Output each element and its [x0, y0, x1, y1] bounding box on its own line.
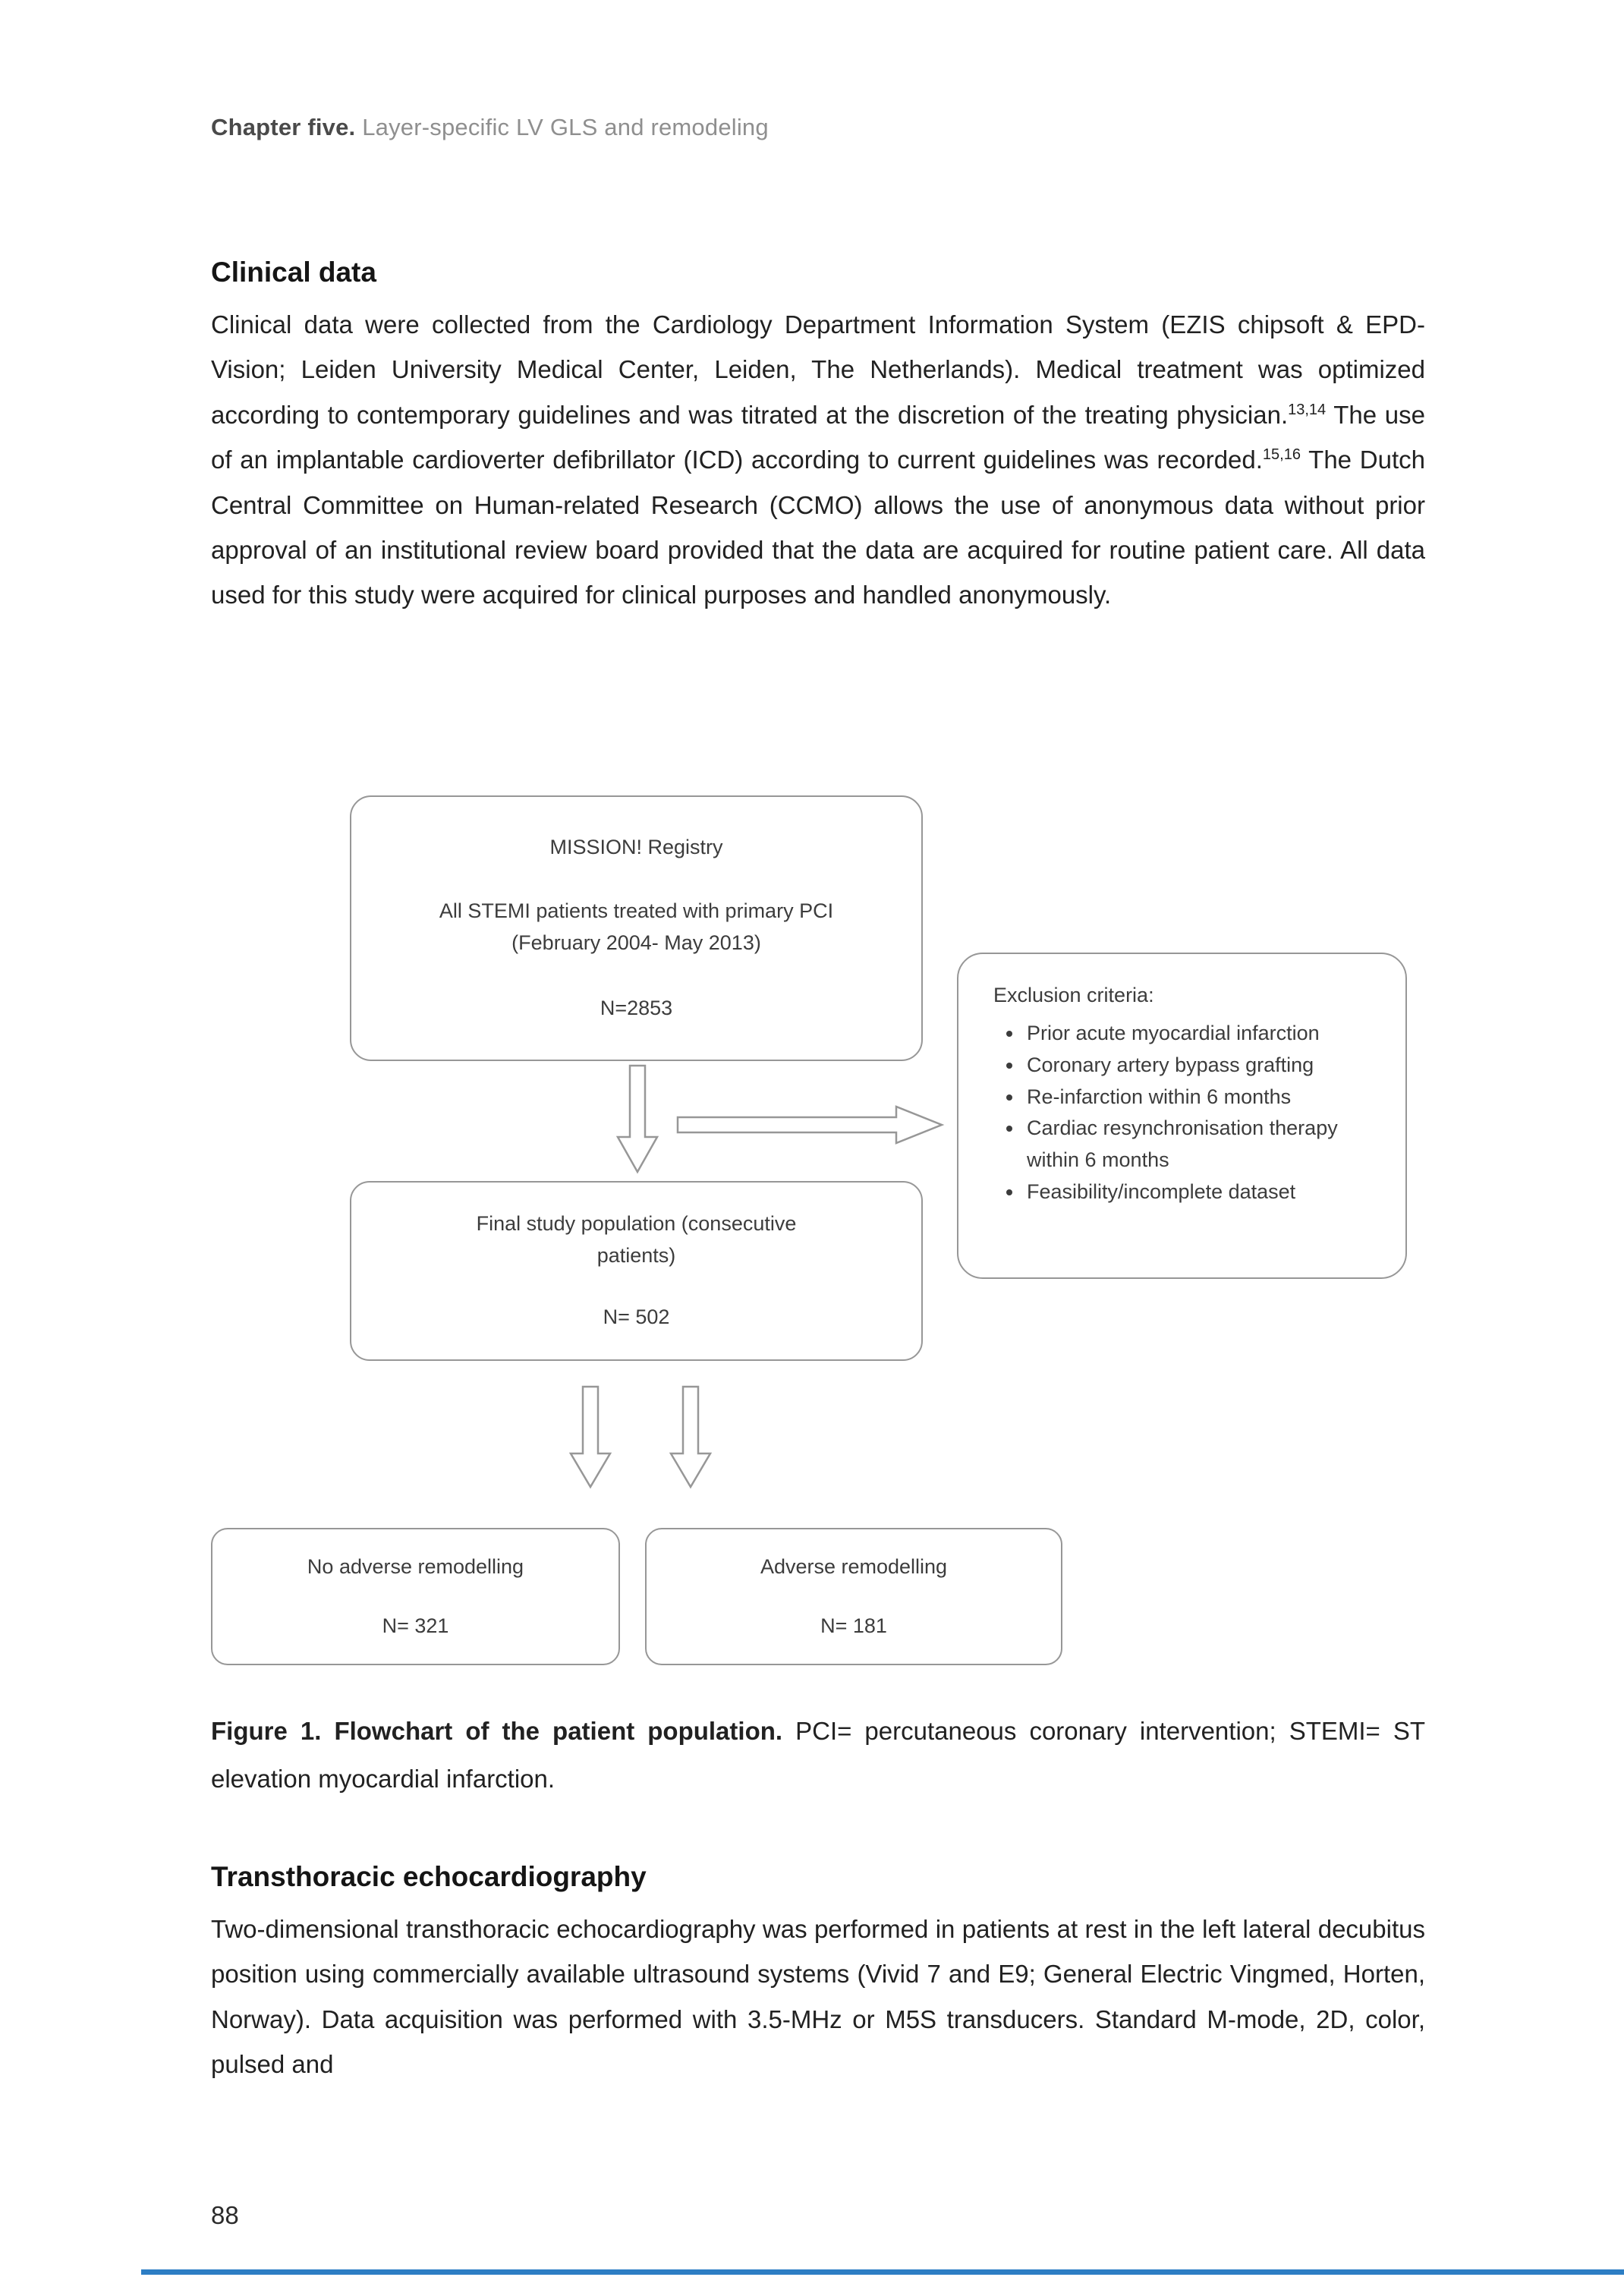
- figure-caption-text: PCI= percutaneous coronary intervention;…: [211, 1717, 1426, 1793]
- adverse-remodelling-box: Adverse remodelling N= 181: [645, 1528, 1062, 1665]
- reference-superscript-15-16: 15,16: [1262, 446, 1301, 464]
- clinical-text-2: The use of an implantable cardioverter d…: [211, 400, 1425, 474]
- tte-paragraph: Two-dimensional transthoracic echocardio…: [211, 1915, 1425, 2079]
- section-heading-clinical-data: Clinical data: [211, 257, 376, 288]
- figure-caption-title: Figure 1. Flowchart of the patient popul…: [211, 1717, 783, 1745]
- figure-caption: Figure 1. Flowchart of the patient popul…: [211, 1708, 1425, 1803]
- clinical-text-1: Clinical data were collected from the Ca…: [211, 310, 1425, 429]
- adverse-remodelling-n: N= 181: [820, 1614, 887, 1637]
- section-heading-transthoracic-echocardiography: Transthoracic echocardiography: [211, 1861, 647, 1892]
- final-population-n: N= 502: [603, 1305, 670, 1329]
- down-arrow-icon: [566, 1385, 615, 1490]
- exclusion-list: Prior acute myocardial infarction Corona…: [993, 1018, 1356, 1208]
- clinical-text-3: The Dutch Central Committee on Human-rel…: [211, 446, 1425, 609]
- clinical-data-paragraph: Clinical data were collected from the Ca…: [211, 302, 1425, 618]
- down-arrow-icon: [666, 1385, 715, 1490]
- registry-line1: All STEMI patients treated with primary …: [439, 899, 834, 922]
- exclusion-item: Prior acute myocardial infarction: [1024, 1018, 1356, 1050]
- page-number: 88: [211, 2201, 239, 2229]
- registry-title: MISSION! Registry: [549, 836, 723, 858]
- no-adverse-remodelling-n: N= 321: [382, 1614, 449, 1637]
- chapter-title: Layer-specific LV GLS and remodeling: [355, 114, 769, 140]
- adverse-remodelling-label: Adverse remodelling: [760, 1554, 948, 1578]
- footer-rule: [141, 2269, 1624, 2275]
- exclusion-item: Cardiac resynchronisation therapy within…: [1024, 1113, 1356, 1176]
- no-adverse-remodelling-label: No adverse remodelling: [307, 1554, 524, 1578]
- final-population-box: Final study population (consecutive pati…: [350, 1181, 923, 1361]
- chapter-label: Chapter five.: [211, 114, 356, 140]
- running-header: Chapter five. Layer-specific LV GLS and …: [211, 114, 769, 141]
- exclusion-item: Feasibility/incomplete dataset: [1024, 1176, 1356, 1208]
- registry-line2: (February 2004- May 2013): [511, 931, 761, 954]
- exclusion-criteria-box: Exclusion criteria: Prior acute myocardi…: [957, 953, 1407, 1279]
- exclusion-item: Re-infarction within 6 months: [1024, 1082, 1356, 1113]
- patient-flowchart: MISSION! Registry All STEMI patients tre…: [211, 789, 1425, 1670]
- exclusion-item: Coronary artery bypass grafting: [1024, 1050, 1356, 1082]
- right-arrow-icon: [676, 1104, 945, 1146]
- exclusion-title: Exclusion criteria:: [993, 984, 1154, 1006]
- down-arrow-icon: [613, 1064, 662, 1175]
- registry-box: MISSION! Registry All STEMI patients tre…: [350, 795, 923, 1061]
- final-population-label: Final study population (consecutive pati…: [476, 1211, 797, 1267]
- registry-n: N=2853: [600, 996, 673, 1019]
- reference-superscript-13-14: 13,14: [1288, 401, 1327, 418]
- no-adverse-remodelling-box: No adverse remodelling N= 321: [211, 1528, 620, 1665]
